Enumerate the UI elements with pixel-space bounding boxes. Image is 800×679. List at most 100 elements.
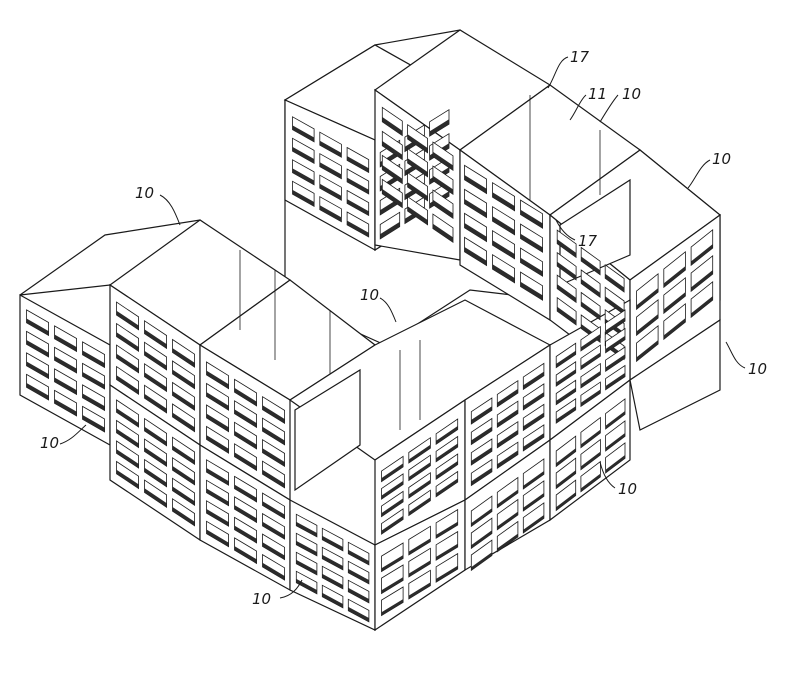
label-10-bottom-right: 10: [618, 480, 637, 498]
window-cell-shadow: [82, 350, 105, 368]
window-cell-shadow: [408, 560, 431, 577]
window-cell-shadow: [580, 451, 601, 470]
window-cell-shadow: [471, 426, 492, 445]
window-cell-shadow: [464, 223, 487, 242]
window-cell-shadow: [382, 189, 403, 208]
label-11: 11: [588, 85, 607, 103]
window-cell-shadow: [172, 445, 195, 465]
window-cell-shadow: [26, 318, 49, 336]
window-cell-shadow: [523, 392, 544, 410]
reference-labels: 17 11 10 10 10 17 10 10 10 10 10: [40, 48, 767, 608]
window-cell-shadow: [557, 284, 577, 303]
window-cell-shadow: [497, 409, 518, 428]
window-cell-shadow: [172, 486, 195, 506]
window-cell-shadow: [497, 388, 518, 407]
window-cell-shadow: [322, 535, 343, 551]
window-cell-shadow: [347, 177, 369, 194]
window-cell-shadow: [296, 578, 317, 594]
window-cell-shadow: [636, 340, 659, 362]
window-cell-shadow: [497, 489, 518, 508]
window-cell-shadow: [471, 508, 492, 527]
window-cell-shadow: [523, 471, 544, 489]
window-cell-shadow: [382, 117, 403, 136]
window-cell-shadow: [319, 205, 342, 222]
window-grid-panels: [26, 106, 714, 623]
window-cell-shadow: [380, 221, 400, 239]
window-cell-shadow: [580, 429, 601, 448]
window-cell-shadow: [581, 301, 601, 320]
window-cell-shadow: [206, 392, 229, 411]
window-cell-shadow: [691, 296, 713, 318]
window-cell-shadow: [172, 466, 195, 485]
label-10-right-lower: 10: [748, 360, 767, 378]
window-cell-shadow: [262, 521, 285, 540]
window-cell-shadow: [116, 332, 139, 352]
window-cell-shadow: [436, 426, 458, 445]
window-cell-shadow: [497, 450, 518, 469]
window-cell-shadow: [605, 433, 625, 451]
window-cell-shadow: [408, 444, 431, 463]
window-cell-shadow: [492, 192, 515, 211]
window-cell-shadow: [520, 209, 543, 229]
window-cell-shadow: [296, 559, 317, 575]
window-cell-shadow: [172, 348, 195, 368]
label-17-top: 17: [570, 48, 590, 66]
window-cell-shadow: [471, 530, 492, 549]
window-cell-shadow: [347, 220, 369, 237]
window-cell-shadow: [436, 543, 458, 561]
window-cell-shadow: [206, 529, 229, 547]
window-cell-shadow: [206, 488, 229, 506]
window-cell-shadow: [557, 261, 577, 280]
window-cell-shadow: [408, 462, 431, 481]
window-cell-shadow: [348, 568, 369, 584]
window-cell-shadow: [556, 387, 576, 405]
window-cell-shadow: [206, 509, 229, 527]
window-cell-shadow: [605, 411, 625, 429]
window-cell-shadow: [234, 484, 257, 502]
window-cell-shadow: [292, 146, 315, 164]
window-cell-shadow: [520, 257, 543, 277]
window-cell-shadow: [523, 515, 544, 533]
window-cell-shadow: [492, 240, 515, 259]
window-cell-shadow: [348, 587, 369, 603]
window-cell-shadow: [54, 399, 77, 416]
window-cell-shadow: [557, 239, 577, 258]
window-cell-shadow: [464, 175, 487, 194]
window-cell-shadow: [580, 473, 601, 492]
window-cell-shadow: [172, 391, 195, 411]
window-cell-shadow: [523, 371, 544, 390]
window-cell-shadow: [581, 279, 601, 298]
window-cell-shadow: [605, 372, 625, 390]
window-cell-shadow: [172, 369, 195, 389]
window-cell-shadow: [262, 448, 285, 467]
window-cell-shadow: [322, 573, 343, 589]
window-cell-shadow: [464, 247, 487, 266]
window-cell-shadow: [382, 141, 403, 160]
window-cell-shadow: [116, 375, 139, 395]
window-cell-shadow: [436, 461, 458, 480]
window-cell-shadow: [262, 405, 285, 424]
window-cell-shadow: [296, 521, 317, 537]
window-cell-shadow: [262, 501, 285, 519]
window-cell-shadow: [172, 507, 195, 526]
window-cell-shadow: [381, 515, 404, 535]
window-cell-shadow: [407, 206, 428, 225]
label-10-left-lower: 10: [40, 434, 59, 452]
window-cell-shadow: [116, 408, 139, 427]
window-cell-shadow: [556, 406, 576, 424]
window-cell-shadow: [663, 292, 686, 314]
window-cell-shadow: [464, 199, 487, 218]
window-cell-shadow: [322, 592, 343, 608]
window-cell-shadow: [691, 270, 713, 292]
window-cell-shadow: [144, 329, 167, 349]
window-cell-shadow: [262, 542, 285, 560]
window-cell-shadow: [557, 306, 577, 325]
leader-lines: [59, 56, 746, 599]
window-cell-shadow: [523, 433, 544, 451]
window-cell-shadow: [144, 393, 167, 413]
window-cell-shadow: [116, 310, 139, 330]
window-cell-shadow: [262, 469, 285, 488]
window-cell-shadow: [605, 455, 625, 473]
window-cell-shadow: [54, 356, 77, 373]
window-cell-shadow: [319, 162, 342, 179]
